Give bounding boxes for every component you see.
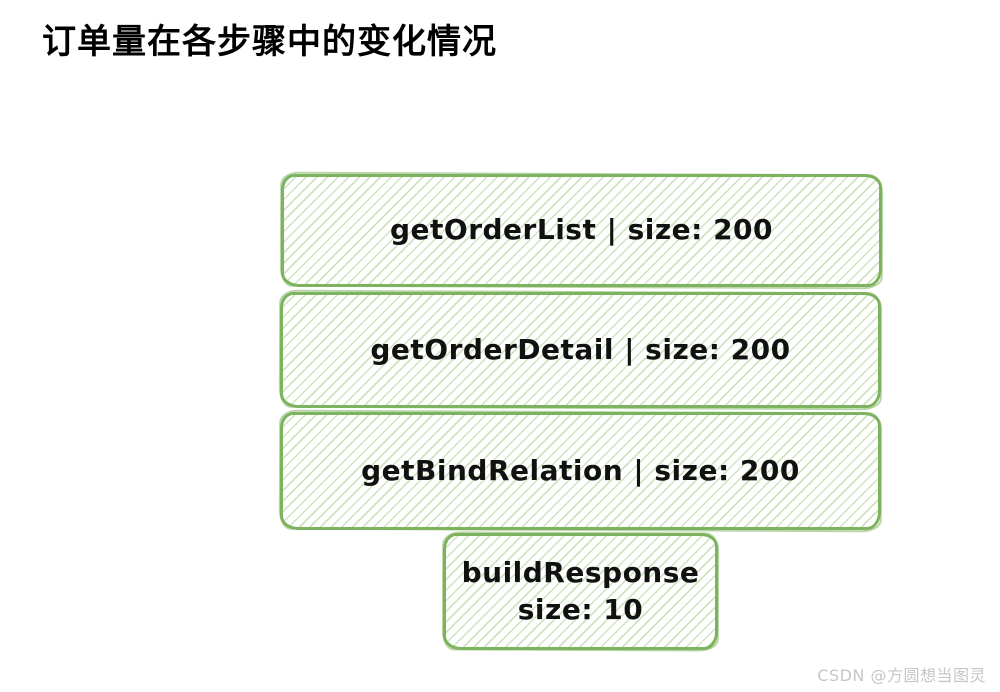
step-label-get-bind-relation: getBindRelation | size: 200 (361, 453, 800, 487)
step-label-get-order-detail: getOrderDetail | size: 200 (370, 332, 791, 366)
step-label-build-response-name: buildResponse (461, 556, 700, 590)
step-box-get-order-detail: getOrderDetail | size: 200 (280, 292, 881, 408)
watermark: CSDN @方圆想当图灵 (817, 666, 986, 685)
step-label-get-order-list: getOrderList | size: 200 (389, 213, 774, 247)
page-title: 订单量在各步骤中的变化情况 (42, 22, 497, 62)
step-box-build-response: buildResponse size: 10 (443, 533, 718, 650)
step-box-get-order-list: getOrderList | size: 200 (281, 174, 882, 287)
step-label-build-response-size: size: 10 (517, 592, 644, 626)
step-box-get-bind-relation: getBindRelation | size: 200 (280, 412, 881, 530)
